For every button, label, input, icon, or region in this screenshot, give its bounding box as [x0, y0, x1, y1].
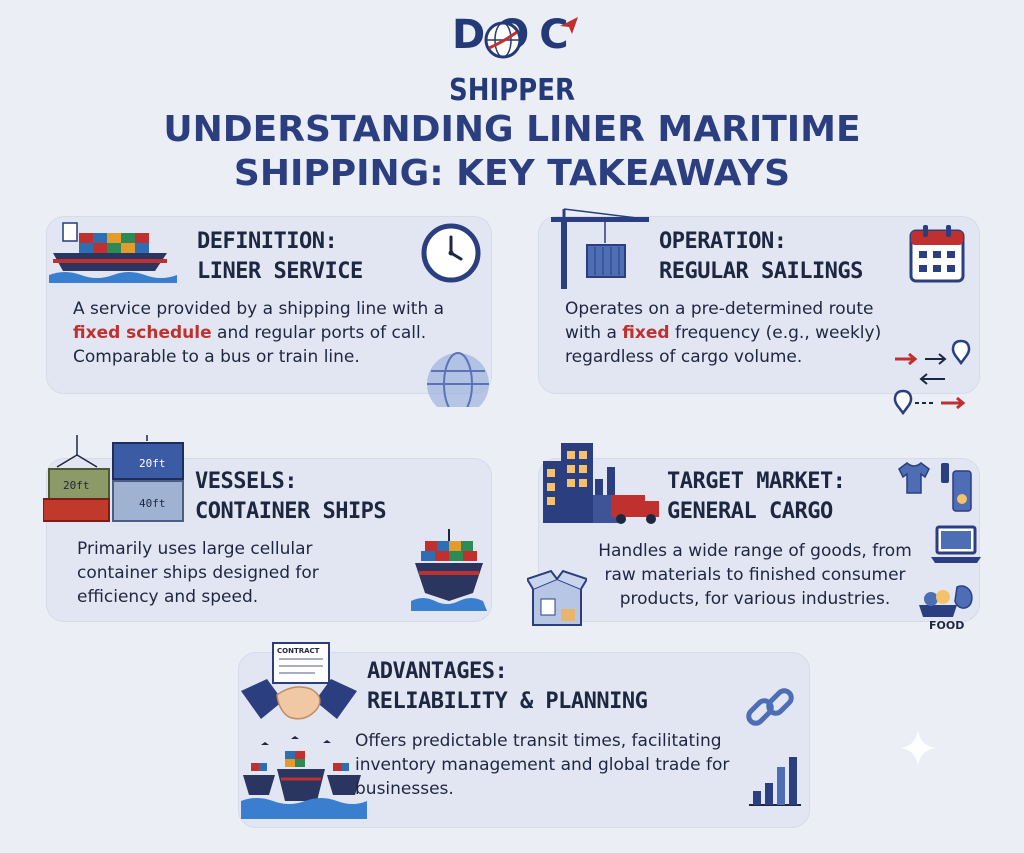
advantages-card: CONTRACT ADVANTAGES: RELIABILITY & PLANN… — [238, 642, 810, 828]
operation-title: OPERATION: REGULAR SAILINGS — [659, 227, 863, 287]
cargo-ship-icon — [49, 222, 177, 283]
route-arrows-icon — [893, 339, 971, 416]
definition-highlight: fixed schedule — [73, 323, 212, 343]
laptop-icon — [931, 525, 981, 563]
container-label-3: 40ft — [139, 497, 166, 510]
calendar-icon — [909, 225, 965, 283]
clock-icon — [421, 223, 481, 283]
cardboard-box-icon — [527, 569, 587, 626]
target-market-card: FOOD TARGET MARKET: GENERAL CARGO Handle… — [527, 443, 981, 632]
definition-text-part-1: A service provided by a shipping line wi… — [73, 299, 445, 319]
operation-text: Operates on a pre-determined route with … — [565, 297, 913, 369]
operation-highlight: fixed — [622, 323, 670, 343]
airplane-icon — [560, 17, 578, 34]
target-market-title-line-2: GENERAL CARGO — [667, 499, 833, 524]
logo-shipper-text: SHIPPER — [448, 73, 576, 109]
vessels-title-line-2: CONTAINER SHIPS — [195, 499, 387, 524]
definition-text: A service provided by a shipping line wi… — [73, 297, 479, 369]
page-title-line-1: UNDERSTANDING LINER MARITIME — [163, 109, 861, 150]
advantages-text: Offers predictable transit times, facili… — [355, 731, 730, 799]
operation-title-line-2: REGULAR SAILINGS — [659, 259, 863, 284]
target-market-title: TARGET MARKET: GENERAL CARGO — [667, 467, 846, 527]
operation-text-part-2: frequency (e.g., weekly) regardless of c… — [565, 323, 882, 367]
fleet-ships-icon — [241, 736, 367, 819]
definition-title: DEFINITION: LINER SERVICE — [197, 227, 363, 287]
factory-icon — [543, 443, 659, 524]
electronics-icon — [941, 463, 972, 512]
container-label-2: 20ft — [139, 457, 166, 470]
definition-title-line-1: DEFINITION: — [197, 229, 338, 254]
advantages-title-line-1: ADVANTAGES: — [367, 659, 508, 684]
advantages-title: ADVANTAGES: RELIABILITY & PLANNING — [367, 657, 648, 717]
food-label: FOOD — [929, 619, 965, 632]
definition-card: DEFINITION: LINER SERVICE A service prov… — [46, 216, 492, 407]
shipping-containers-icon: 20ft 20ft 40ft — [43, 435, 184, 522]
shirt-icon — [898, 462, 930, 494]
globe-icon — [484, 21, 522, 59]
vessels-text: Primarily uses large cellular container … — [77, 539, 319, 607]
logo: DOC SHIPPER — [0, 12, 1024, 112]
vessels-title-line-1: VESSELS: — [195, 469, 297, 494]
operation-title-line-1: OPERATION: — [659, 229, 787, 254]
operation-text-part-1: Operates on a pre-determined route with … — [565, 299, 874, 343]
vessels-card: 20ft 20ft 40ft VESSELS: CONTAINER SHIPS … — [43, 435, 492, 622]
advantages-title-line-2: RELIABILITY & PLANNING — [367, 689, 648, 714]
page-title: UNDERSTANDING LINER MARITIME SHIPPING: K… — [0, 108, 1024, 196]
contract-label: CONTRACT — [277, 647, 320, 655]
handshake-contract-icon: CONTRACT — [241, 642, 357, 720]
container-ship-bow-icon — [411, 529, 487, 611]
food-basket-icon — [919, 585, 973, 617]
container-label-1: 20ft — [63, 479, 90, 492]
crane-icon — [551, 208, 649, 289]
definition-text-part-2: and regular ports of call. Comparable to… — [73, 323, 427, 367]
sparkle-icon — [900, 730, 936, 766]
target-market-text: Handles a wide range of goods, from raw … — [598, 541, 912, 609]
definition-title-line-2: LINER SERVICE — [197, 259, 363, 284]
bar-chart-icon — [749, 757, 801, 806]
chain-link-icon — [746, 688, 794, 726]
globe-grid-icon — [427, 352, 489, 407]
page-title-line-2: SHIPPING: KEY TAKEAWAYS — [233, 153, 791, 194]
target-market-title-line-1: TARGET MARKET: — [667, 469, 846, 494]
operation-card: OPERATION: REGULAR SAILINGS Operates on … — [538, 208, 980, 416]
vessels-title: VESSELS: CONTAINER SHIPS — [195, 467, 387, 527]
